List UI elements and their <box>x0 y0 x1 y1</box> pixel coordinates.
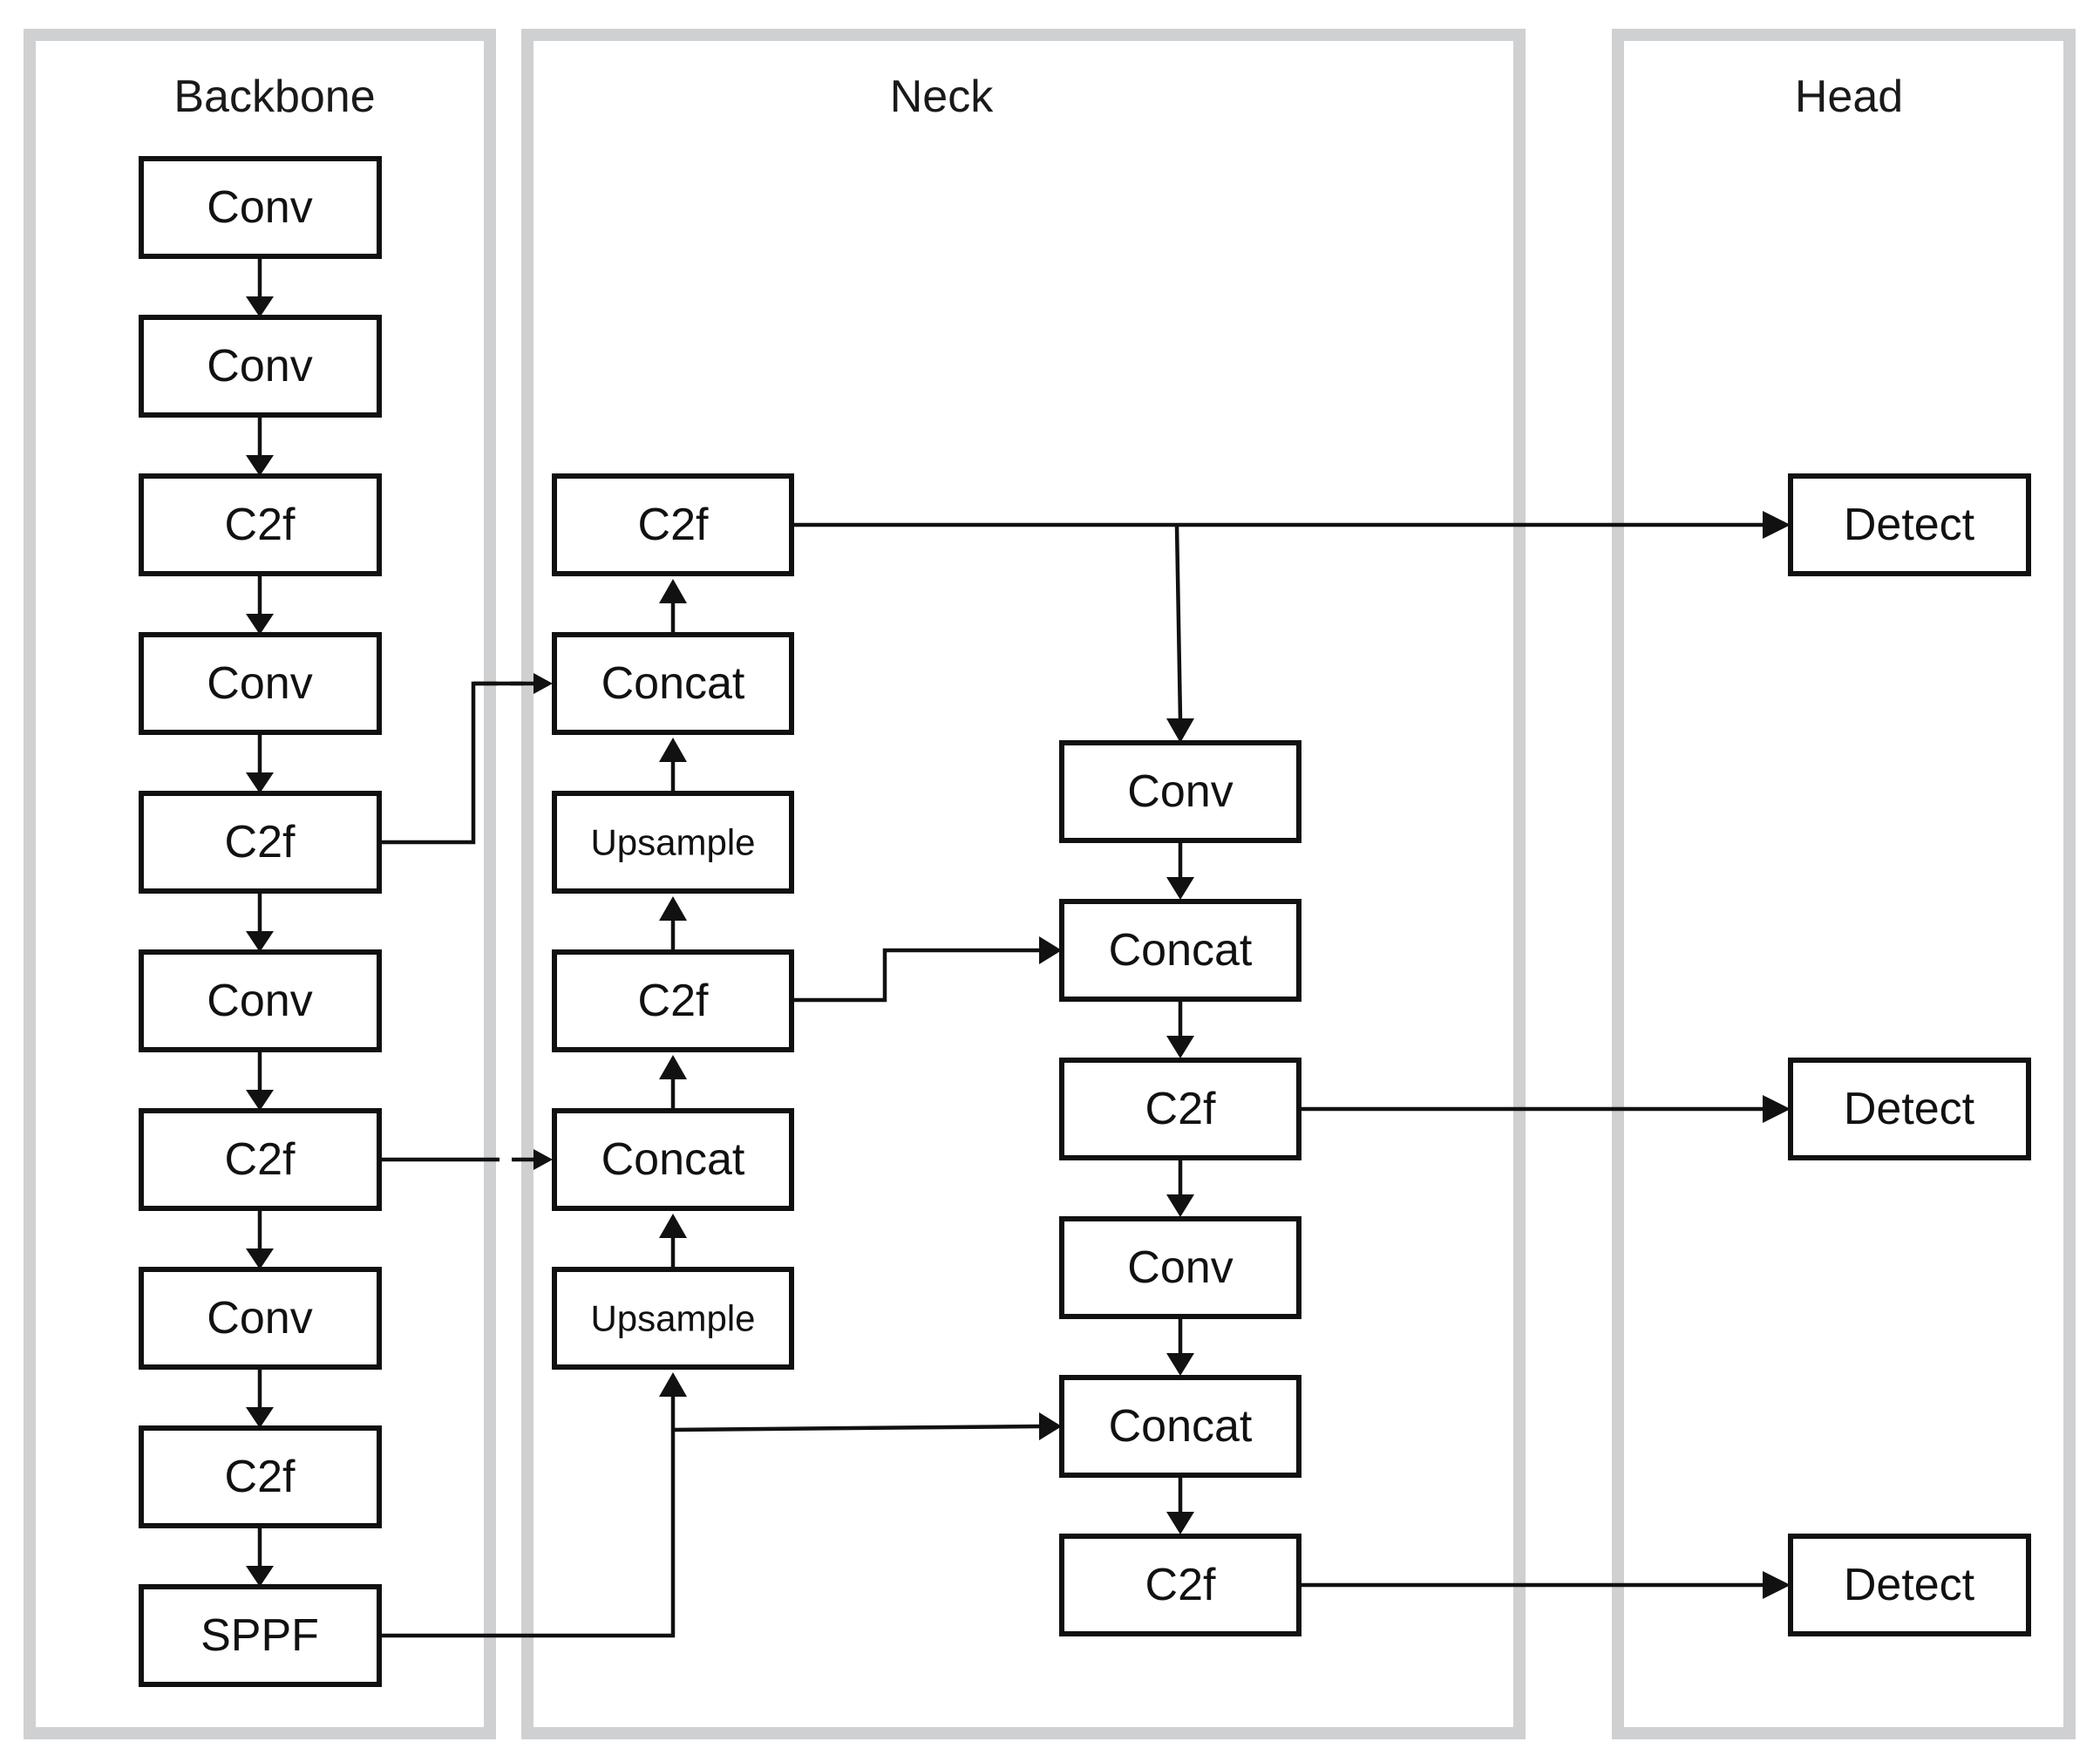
arrowhead-b6 <box>246 931 274 952</box>
backbone-c2f-1: C2f <box>139 473 382 576</box>
edge-sppf-to-concat-bottom <box>672 1424 1040 1432</box>
arrowhead-p3 <box>1166 1036 1194 1058</box>
arrowhead-p6 <box>1166 1512 1194 1534</box>
backbone-c2f-4-label: C2f <box>225 1452 296 1502</box>
arrowhead-n3 <box>659 896 687 921</box>
arrowhead-n1 <box>659 579 687 603</box>
backbone-conv-4: Conv <box>139 949 382 1052</box>
edge-sppf-to-upsample <box>379 1395 676 1638</box>
pan-concat-1: Concat <box>1059 899 1301 1002</box>
neck-upsample-bottom-label: Upsample <box>590 1298 755 1339</box>
pan-c2f-2: C2f <box>1059 1534 1301 1636</box>
pan-c2f-2-label: C2f <box>1145 1560 1216 1610</box>
neck-concat-mid: Concat <box>552 1108 794 1211</box>
backbone-c2f-1-label: C2f <box>225 500 296 550</box>
arrowhead-upsample-bottom <box>659 1372 687 1397</box>
pan-c2f-1-label: C2f <box>1145 1084 1216 1134</box>
detect-1-label: Detect <box>1844 500 1975 550</box>
neck-c2f-top: C2f <box>552 473 794 576</box>
backbone-title: Backbone <box>173 71 375 122</box>
arrowhead-p2 <box>1166 877 1194 900</box>
pan-conv-2-label: Conv <box>1127 1242 1233 1293</box>
arrowhead-n2 <box>659 738 687 762</box>
arrowhead-concat-bottom <box>1039 1412 1062 1440</box>
connections <box>246 256 1791 1638</box>
edge-b5-to-n2 <box>379 681 523 845</box>
backbone-conv-2-label: Conv <box>207 341 312 391</box>
neck-concat-mid-label: Concat <box>601 1134 745 1185</box>
backbone-c2f-3: C2f <box>139 1108 382 1211</box>
neck-panel <box>521 29 1526 1739</box>
pan-conv-1-label: Conv <box>1127 766 1233 817</box>
pan-concat-2-label: Concat <box>1109 1401 1253 1452</box>
backbone-conv-3: Conv <box>139 632 382 735</box>
detect-2: Detect <box>1788 1058 2031 1160</box>
arrowhead-b10 <box>246 1566 274 1587</box>
neck-pan-nodes: Conv Concat C2f Conv Concat C2f <box>1059 740 1301 1636</box>
neck-upsample-bottom: Upsample <box>552 1267 794 1370</box>
neck-fpn-nodes: C2f Concat Upsample C2f Concat Upsample <box>552 473 794 1370</box>
edge-n4-to-p2 <box>792 948 1039 1003</box>
backbone-conv-4-label: Conv <box>207 976 312 1026</box>
arrowhead-p1 <box>1166 718 1194 743</box>
edge-n1-to-p1 <box>1174 524 1183 721</box>
pan-c2f-1: C2f <box>1059 1058 1301 1160</box>
head-nodes: Detect Detect Detect <box>1788 473 2031 1636</box>
backbone-conv-5: Conv <box>139 1267 382 1370</box>
detect-3: Detect <box>1788 1534 2031 1636</box>
arrowhead-b9 <box>246 1407 274 1428</box>
head-panel <box>1612 29 2076 1739</box>
detect-2-label: Detect <box>1844 1084 1975 1134</box>
arrowhead-n2-left <box>533 673 553 694</box>
arrowhead-b3 <box>246 455 274 476</box>
backbone-sppf: SPPF <box>139 1584 382 1687</box>
backbone-conv-1: Conv <box>139 156 382 259</box>
neck-c2f-top-label: C2f <box>638 500 709 550</box>
arrowhead-b5 <box>246 772 274 793</box>
detect-3-label: Detect <box>1844 1560 1975 1610</box>
neck-title: Neck <box>890 71 994 122</box>
neck-concat-top: Concat <box>552 632 794 735</box>
arrowhead-b7 <box>246 1090 274 1111</box>
head-title: Head <box>1795 71 1903 122</box>
detect-1: Detect <box>1788 473 2031 576</box>
arrowhead-p5 <box>1166 1353 1194 1376</box>
backbone-c2f-2: C2f <box>139 791 382 894</box>
pan-conv-1: Conv <box>1059 740 1301 843</box>
pan-concat-2: Concat <box>1059 1375 1301 1478</box>
arrowhead-n4 <box>659 1055 687 1079</box>
backbone-conv-2: Conv <box>139 315 382 418</box>
pan-conv-2: Conv <box>1059 1216 1301 1319</box>
arrowhead-h3 <box>1763 1571 1791 1599</box>
backbone-conv-5-label: Conv <box>207 1293 312 1344</box>
backbone-nodes: Conv Conv C2f Conv C2f Conv <box>139 156 382 1687</box>
neck-c2f-mid-label: C2f <box>638 976 709 1026</box>
backbone-c2f-3-label: C2f <box>225 1134 296 1185</box>
neck-upsample-top: Upsample <box>552 791 794 894</box>
arrowhead-h2 <box>1763 1095 1791 1123</box>
backbone-c2f-2-label: C2f <box>225 817 296 867</box>
backbone-sppf-label: SPPF <box>200 1610 319 1661</box>
arrowhead-n5 <box>659 1214 687 1238</box>
backbone-c2f-4: C2f <box>139 1425 382 1528</box>
neck-upsample-top-label: Upsample <box>590 822 755 863</box>
arrowhead-b8 <box>246 1248 274 1269</box>
backbone-conv-3-label: Conv <box>207 658 312 709</box>
arrowhead-b2 <box>246 296 274 317</box>
arrowhead-n5-left <box>533 1149 553 1170</box>
arrowhead-h1 <box>1763 511 1791 539</box>
pan-concat-1-label: Concat <box>1109 925 1253 976</box>
arrowhead-p2-left <box>1039 936 1062 964</box>
backbone-panel <box>24 29 496 1739</box>
backbone-conv-1-label: Conv <box>207 182 312 233</box>
arrowhead-b4 <box>246 614 274 635</box>
neck-concat-top-label: Concat <box>601 658 745 709</box>
neck-c2f-mid: C2f <box>552 949 794 1052</box>
arrowhead-p4 <box>1166 1194 1194 1217</box>
